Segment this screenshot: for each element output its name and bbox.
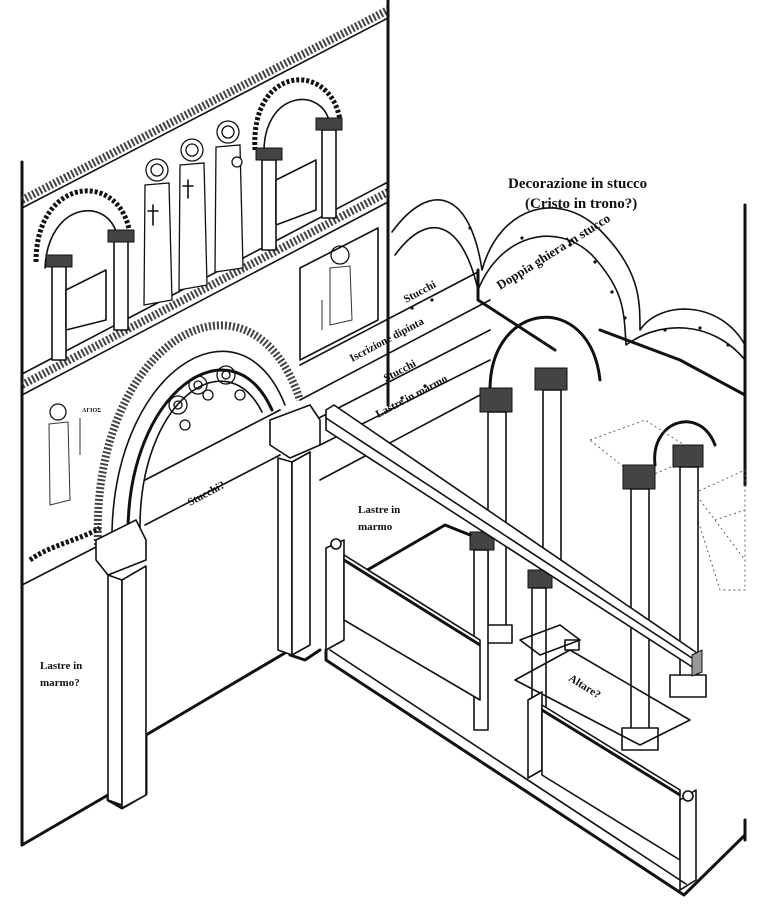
impost-block-right xyxy=(269,404,321,459)
barrier-post-1 xyxy=(325,539,345,651)
top-cornice-frieze xyxy=(20,6,390,204)
upper-arcade xyxy=(33,77,343,361)
saint-figure-painted xyxy=(321,245,353,330)
altar-slab xyxy=(519,624,581,656)
saint-figure xyxy=(214,120,244,273)
capital xyxy=(255,147,283,161)
label-lastre-left-line2: marmo? xyxy=(40,677,80,689)
sanctuary-arch-2 xyxy=(653,420,717,467)
pilaster-right xyxy=(277,457,293,656)
capital xyxy=(315,117,343,131)
main-arch-frieze xyxy=(93,321,304,546)
impost-block-left xyxy=(95,519,147,576)
saint-figures-upper xyxy=(143,120,244,306)
floor-pattern xyxy=(589,419,746,591)
barrier-base xyxy=(324,648,747,897)
saint-figure xyxy=(178,138,208,291)
middle-cornice-frieze xyxy=(20,188,390,389)
label-decorazione-line1: Decorazione in stucco xyxy=(508,176,647,192)
column xyxy=(51,264,67,361)
label-lastre-center-line2: marmo xyxy=(358,521,393,533)
beam xyxy=(325,404,703,677)
label-lastre-left-line1: Lastre in xyxy=(40,660,82,672)
column xyxy=(113,239,129,331)
acanthus-frieze xyxy=(28,525,102,563)
label-stucchi-arch: Stucchi? xyxy=(186,479,227,509)
column-3 xyxy=(621,464,659,751)
chancel-barrier xyxy=(324,538,747,897)
upper-arch-left xyxy=(33,188,135,361)
pilaster-left xyxy=(107,574,123,806)
wall-bands xyxy=(144,271,491,526)
painted-panel-right xyxy=(299,227,379,361)
barrier-panel-1 xyxy=(343,554,481,701)
column-2 xyxy=(534,367,568,571)
capital xyxy=(107,229,135,243)
saint-figure xyxy=(143,158,173,306)
saint-figure-painted-left: ΑΓΙΟΣ xyxy=(48,403,101,506)
svg-text:ΑΓΙΟΣ: ΑΓΙΟΣ xyxy=(82,408,101,414)
label-decorazione-line2: (Cristo in trono?) xyxy=(525,196,637,212)
sanctuary-arch-1 xyxy=(488,315,602,392)
barrier-post-2 xyxy=(527,691,543,779)
main-arch xyxy=(93,321,321,809)
column xyxy=(321,129,337,219)
capital xyxy=(45,254,73,268)
label-altare: Altare? xyxy=(566,672,602,701)
outer-ghiera-line xyxy=(391,199,746,346)
column-4 xyxy=(669,444,707,698)
barrier-post-3 xyxy=(679,789,697,891)
label-lastre-center-line1: Lastre in xyxy=(358,504,400,516)
column xyxy=(261,159,277,251)
lunette-figures xyxy=(168,365,246,431)
sanctuary-arcade xyxy=(348,199,747,769)
upper-arch-right xyxy=(252,77,343,251)
columns xyxy=(469,367,707,769)
